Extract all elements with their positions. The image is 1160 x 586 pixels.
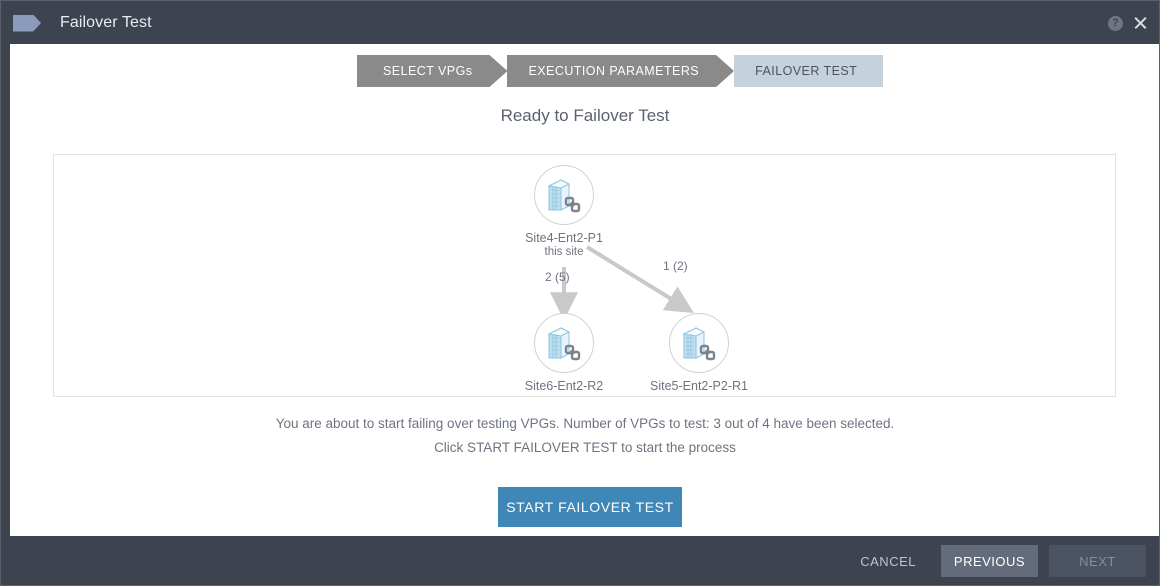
topology-panel: Site4-Ent2-P1 this site (53, 154, 1116, 397)
edge-label-left: 2 (5) (545, 270, 570, 284)
node-site5-ent2-p2-r1[interactable]: Site5-Ent2-P2-R1 (629, 313, 769, 393)
help-icon[interactable]: ? (1108, 15, 1123, 31)
edge-src-to-dst-right (585, 245, 694, 313)
step-label: EXECUTION PARAMETERS (528, 64, 700, 78)
edge-label-right: 1 (2) (663, 259, 688, 273)
node-label: Site6-Ent2-R2 (524, 379, 604, 393)
wizard-stepper: SELECT VPGs EXECUTION PARAMETERS FAILOVE… (357, 55, 884, 87)
flag-arrow-icon (13, 14, 41, 32)
page-title: Failover Test (60, 14, 152, 31)
datacenter-link-icon[interactable] (534, 313, 594, 373)
dialog-footer: CANCEL PREVIOUS NEXT (2, 536, 1159, 585)
topology-edges (550, 245, 694, 321)
node-label: Site5-Ent2-P2-R1 (650, 379, 748, 393)
confirmation-messages: You are about to start failing over test… (10, 412, 1159, 460)
node-sublabel: this site (544, 246, 584, 258)
step-label: SELECT VPGs (383, 64, 473, 78)
start-failover-test-button[interactable]: START FAILOVER TEST (498, 487, 682, 527)
datacenter-link-glyph (682, 327, 716, 361)
datacenter-link-icon[interactable] (669, 313, 729, 373)
cancel-button[interactable]: CANCEL (846, 546, 930, 577)
message-secondary: Click START FAILOVER TEST to start the p… (434, 440, 736, 455)
datacenter-link-icon[interactable] (534, 165, 594, 225)
datacenter-link-glyph (547, 179, 581, 213)
step-execution-parameters[interactable]: EXECUTION PARAMETERS (506, 55, 735, 87)
step-select-vpgs[interactable]: SELECT VPGs (357, 55, 508, 87)
step-label: FAILOVER TEST (755, 64, 858, 78)
chevron-right-icon (489, 55, 508, 87)
message-primary: You are about to start failing over test… (275, 416, 895, 431)
node-site6-ent2-r2[interactable]: Site6-Ent2-R2 (494, 313, 634, 393)
next-button[interactable]: NEXT (1049, 545, 1146, 577)
node-site4-ent2-p1[interactable]: Site4-Ent2-P1 this site (494, 165, 634, 258)
titlebar-actions: ? (1108, 15, 1148, 31)
dialog-titlebar: Failover Test ? (2, 2, 1159, 44)
dialog-content: SELECT VPGs EXECUTION PARAMETERS FAILOVE… (10, 44, 1159, 536)
previous-button[interactable]: PREVIOUS (941, 545, 1038, 577)
datacenter-link-glyph (547, 327, 581, 361)
chevron-right-icon (716, 55, 735, 87)
node-label: Site4-Ent2-P1 (525, 231, 603, 245)
section-title: Ready to Failover Test (500, 106, 670, 125)
topology-stage: Site4-Ent2-P1 this site (54, 155, 1115, 396)
close-icon[interactable] (1132, 15, 1148, 31)
step-failover-test[interactable]: FAILOVER TEST (733, 55, 884, 87)
